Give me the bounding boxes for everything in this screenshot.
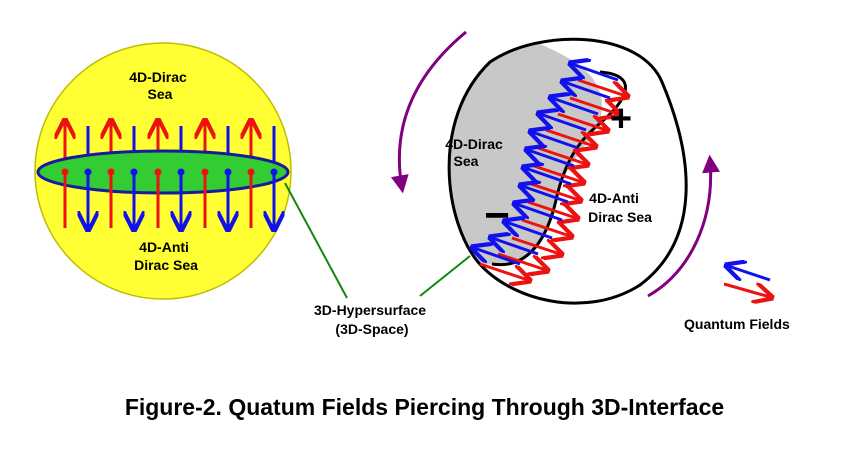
blue-field-arrow-icon [474, 248, 521, 266]
piercing-point [270, 168, 278, 176]
outer-boundary [447, 37, 688, 305]
red-field-arrow-icon [569, 96, 618, 114]
piercing-point [154, 168, 162, 176]
hypersurface-label: 3D-Hypersurface (3D-Space) [314, 302, 430, 337]
blue-field-arrow-icon [540, 114, 587, 132]
blue-field-arrow-icon [564, 82, 611, 100]
left-arrows-front [61, 168, 278, 229]
quantum-fields-legend: Quantum Fields [684, 266, 790, 332]
blue-field-arrow-icon [492, 238, 539, 256]
legend-red-arrow-icon [723, 284, 770, 297]
red-field-arrow-icon [479, 262, 528, 280]
right-anti-label: 4D-Anti Dirac Sea [588, 190, 652, 225]
piercing-point [130, 168, 138, 176]
red-field-arrow-icon [497, 252, 546, 270]
minus-sign: − [484, 191, 510, 240]
legend-blue-arrow-icon [728, 266, 771, 282]
piercing-point [201, 168, 209, 176]
piercing-point [107, 168, 115, 176]
right-dirac-label: 4D-Dirac Sea [445, 136, 506, 169]
blue-field-arrow-icon [506, 222, 553, 240]
blue-field-arrow-icon [528, 150, 575, 168]
plus-sign: + [610, 98, 632, 140]
red-field-arrow-icon [545, 128, 594, 146]
figure-caption: Figure-2. Quatum Fields Piercing Through… [124, 394, 725, 420]
piercing-point [84, 168, 92, 176]
red-field-arrow-icon [527, 200, 576, 218]
blue-field-arrow-icon [532, 132, 579, 150]
blue-field-arrow-icon [525, 168, 572, 186]
sphere-bottom-label: 4D-Anti Dirac Sea [134, 239, 198, 273]
left-sphere: 4D-Dirac Sea 4D-Anti Dirac Sea [34, 42, 292, 300]
interface-field-arrows [474, 64, 626, 280]
blue-field-arrow-icon [552, 98, 599, 116]
piercing-point [247, 168, 255, 176]
hypersurface-pointer-left [284, 182, 348, 299]
hypersurface-disk [36, 149, 290, 195]
piercing-point [61, 168, 69, 176]
red-field-arrow-icon [511, 236, 560, 254]
red-field-arrow-icon [557, 112, 606, 130]
red-field-arrow-icon [521, 218, 570, 236]
blue-field-arrow-icon [572, 64, 619, 82]
hypersurface-pointer-right [419, 255, 471, 297]
piercing-point [177, 168, 185, 176]
rotation-arrow-left-icon [390, 30, 467, 194]
red-field-arrow-icon [577, 78, 626, 96]
blue-field-arrow-icon [516, 204, 563, 222]
blue-field-arrow-icon [522, 186, 569, 204]
right-diagram: 4D-Dirac Sea 4D-Anti Dirac Sea + − [445, 37, 688, 305]
sphere-top-label: 4D-Dirac Sea [129, 69, 190, 102]
legend-label: Quantum Fields [684, 316, 790, 332]
piercing-point [224, 168, 232, 176]
rotation-arrow-right-icon [647, 154, 721, 298]
